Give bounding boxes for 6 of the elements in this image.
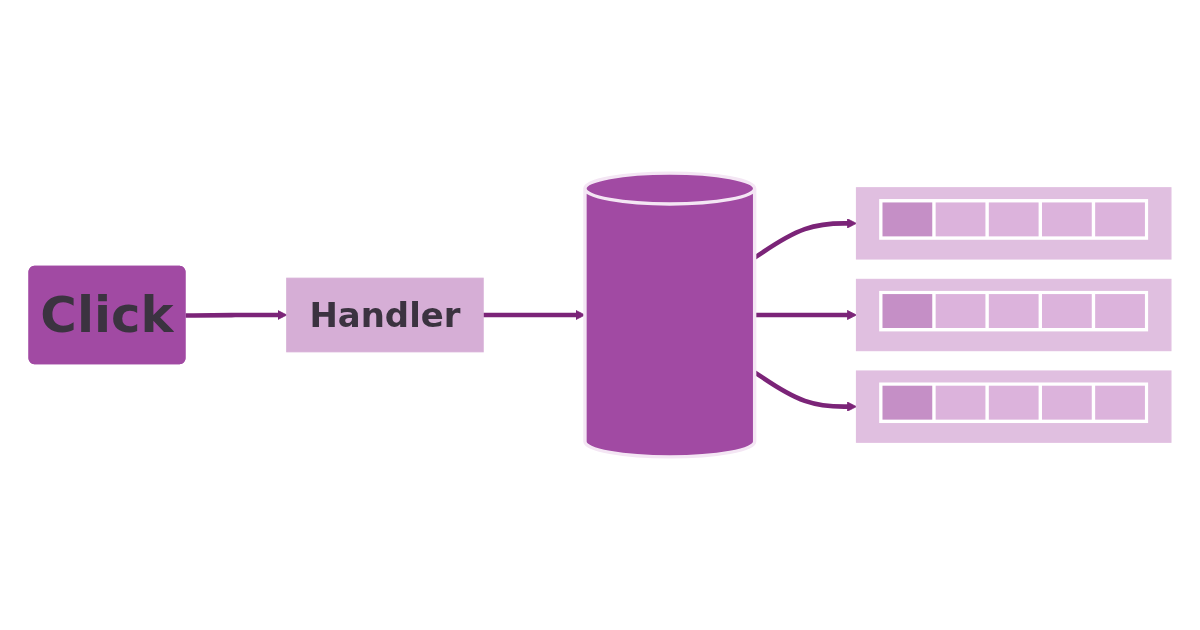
arrow xyxy=(483,310,586,320)
database-cylinder xyxy=(583,171,757,459)
arrow xyxy=(753,370,857,412)
arrow xyxy=(753,218,857,260)
handler-box: Handler xyxy=(286,277,484,353)
arrow xyxy=(754,310,857,320)
